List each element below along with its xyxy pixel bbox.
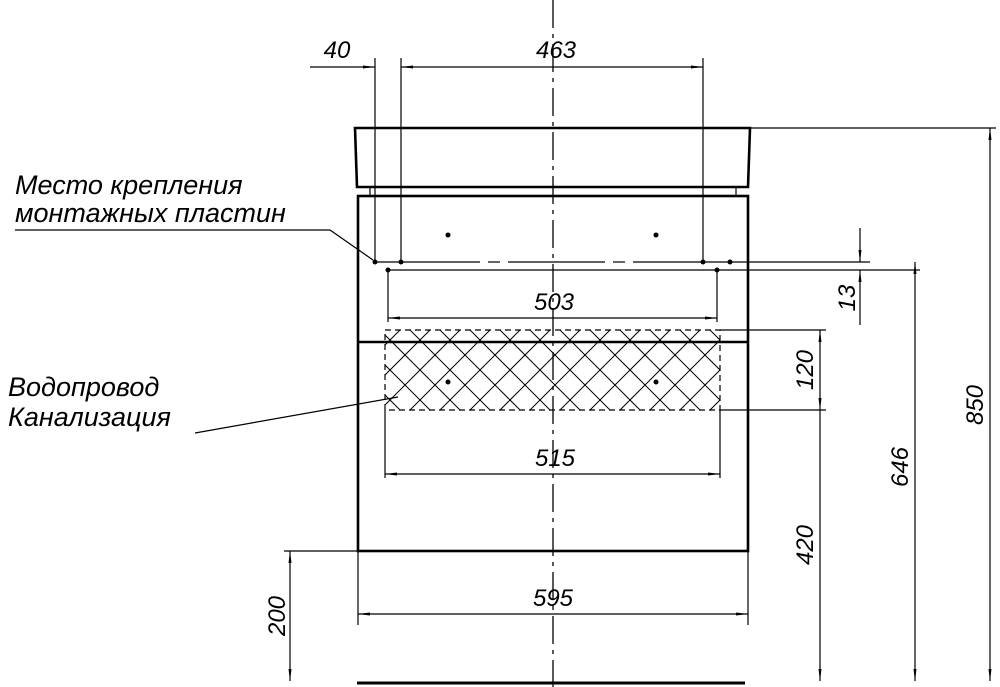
hatch-line [890, 330, 970, 410]
hatch-line [589, 330, 671, 410]
label-pipe-2: Канализация [8, 402, 171, 432]
hatch-line [830, 330, 910, 410]
hatch-line [409, 330, 491, 410]
dim-463: 463 [536, 37, 577, 64]
hatch-line [499, 330, 581, 410]
hatch-line [649, 339, 720, 410]
hatch-line [830, 330, 910, 410]
dim-595: 595 [533, 585, 574, 612]
hatch-line [860, 330, 940, 410]
hatch-line [200, 330, 280, 410]
dim-515: 515 [535, 445, 576, 472]
dim-850: 850 [962, 384, 989, 425]
mount-leader [15, 229, 374, 261]
pipe-leader [194, 396, 399, 434]
hatch-line [559, 330, 641, 410]
pipe-zone-hatch [200, 330, 970, 410]
dim-120: 120 [792, 349, 819, 390]
hatch-line [230, 330, 310, 410]
mounting-line [375, 261, 920, 271]
hatch-line [260, 330, 340, 410]
hatch-line [230, 330, 310, 410]
hatch-line [619, 330, 701, 410]
label-pipe-1: Водопровод [8, 372, 159, 402]
dim-503: 503 [534, 289, 575, 316]
hatch-line [469, 330, 551, 410]
hatch-line [200, 330, 280, 410]
hatch-line [679, 330, 720, 371]
countertop [353, 126, 752, 189]
hatch-line [529, 330, 611, 410]
hatch-line [260, 330, 340, 410]
dim-420: 420 [792, 524, 819, 565]
hatch-line [890, 330, 970, 410]
cabinet-body [356, 194, 750, 553]
hatch-line [385, 394, 401, 410]
hatch-line [385, 330, 461, 406]
dim-40: 40 [324, 37, 351, 64]
dim-13: 13 [834, 284, 861, 311]
hatch-line [860, 330, 940, 410]
label-mount-2: монтажных пластин [15, 198, 286, 228]
label-mount-1: Место крепления [15, 170, 243, 200]
hatch-line [385, 330, 431, 376]
hatch-line [439, 330, 521, 410]
dim-200: 200 [264, 595, 291, 637]
hatch-line [679, 369, 720, 410]
pipe-zone [384, 329, 721, 411]
dim-646: 646 [887, 446, 914, 487]
hatch-line [385, 330, 401, 346]
